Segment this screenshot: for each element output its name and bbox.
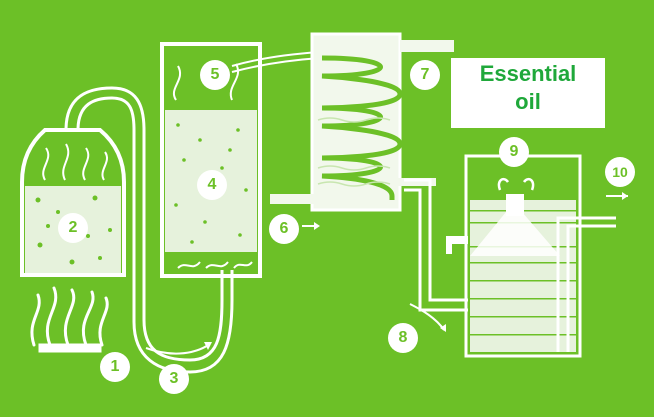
marker-4: 4 xyxy=(207,176,217,193)
marker-7: 7 xyxy=(420,66,430,83)
marker-10: 10 xyxy=(612,164,628,180)
distillate-pipe xyxy=(404,178,468,312)
marker-8: 8 xyxy=(398,329,408,346)
condenser xyxy=(270,32,454,212)
separator-vessel xyxy=(446,154,628,358)
fire-icon xyxy=(30,286,109,353)
vapor-line xyxy=(231,51,321,73)
marker-6-badge xyxy=(269,214,299,244)
marker-9: 9 xyxy=(509,143,519,160)
essential-oil-callout xyxy=(451,58,605,128)
marker-4-badge xyxy=(197,170,227,200)
marker-8-badge xyxy=(388,323,418,353)
marker-1-badge xyxy=(100,352,130,382)
callout-line-1: Essential xyxy=(479,61,577,86)
marker-3-badge xyxy=(159,364,189,394)
marker-3: 3 xyxy=(169,370,179,387)
marker-9-badge xyxy=(499,137,529,167)
marker-7-badge xyxy=(410,60,440,90)
marker-5: 5 xyxy=(210,66,220,83)
marker-2-badge xyxy=(58,213,88,243)
steam-pipe xyxy=(64,86,234,374)
marker-2: 2 xyxy=(68,219,78,236)
marker-5-badge xyxy=(200,60,230,90)
boiler-vessel xyxy=(20,128,126,277)
marker-6: 6 xyxy=(279,220,289,237)
marker-1: 1 xyxy=(110,358,120,375)
marker-10-badge xyxy=(605,157,635,187)
flow-arrow-6 xyxy=(302,222,320,230)
callout-label: Essential oil xyxy=(451,60,605,116)
flow-arrow-8 xyxy=(409,303,446,332)
flow-arrow-3 xyxy=(145,342,212,355)
callout-line-2: oil xyxy=(515,89,541,114)
